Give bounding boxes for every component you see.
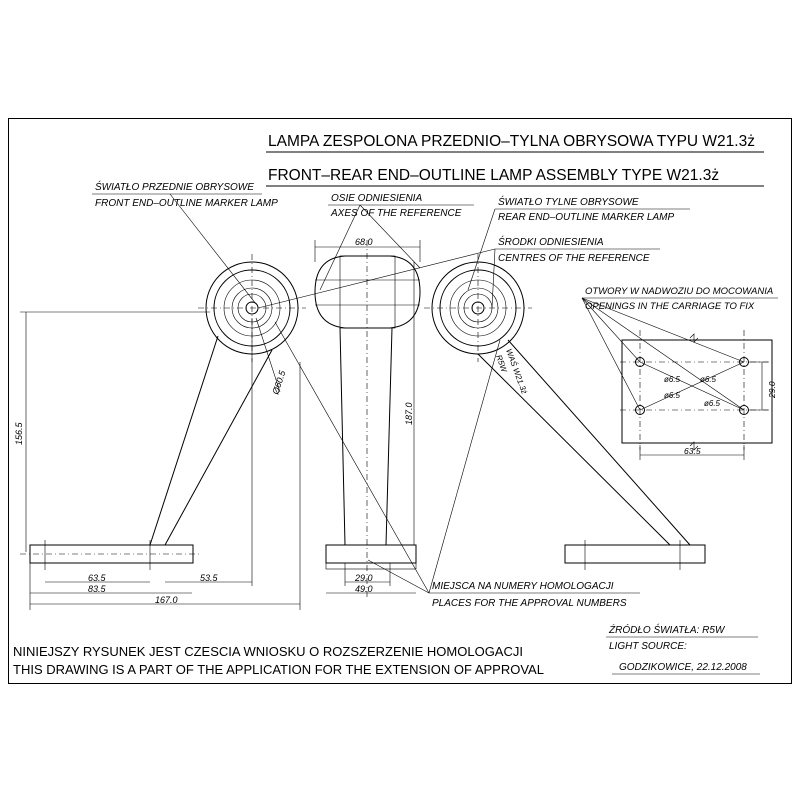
- footer-note-en: THIS DRAWING IS A PART OF THE APPLICATIO…: [13, 662, 544, 677]
- hole-width-dim: 63.5: [684, 446, 701, 456]
- title-polish: LAMPA ZESPOLONA PRZEDNIO–TYLNA OBRYSOWA …: [268, 133, 755, 150]
- dim-156: 156.5: [14, 421, 24, 445]
- drawing-frame: [8, 118, 792, 684]
- label-openings-pl: OTWORY W NADWOZIU DO MOCOWANIA: [585, 286, 773, 297]
- label-rear-pl: ŚWIATŁO TYLNE OBRYSOWE: [498, 195, 639, 208]
- footer-note-pl: NINIEJSZY RYSUNEK JEST CZESCIA WNIOSKU O…: [13, 644, 523, 659]
- label-centres-pl: ŚRODKI ODNIESIENIA: [498, 235, 604, 248]
- mounting-hole-detail: [620, 330, 773, 460]
- dim-167: 167.0: [155, 595, 178, 605]
- lamp-marking-1: WAŚ W21.3ż: [504, 348, 529, 396]
- light-source-en: LIGHT SOURCE:: [609, 641, 687, 652]
- hole-dim-2: ø6.5: [700, 375, 717, 384]
- label-centres-en: CENTRES OF THE REFERENCE: [498, 253, 650, 264]
- dim-63-5: 63.5: [88, 573, 107, 583]
- hole-dim-4: ø6.5: [704, 399, 721, 408]
- light-source-pl: ŹRÓDŁO ŚWIATŁA: R5W: [608, 623, 726, 636]
- dim-68: 68.0: [355, 237, 373, 247]
- center-housing: [314, 240, 421, 600]
- dim-49: 49.0: [355, 584, 373, 594]
- label-places-pl: MIEJSCA NA NUMERY HOMOLOGACJI: [432, 581, 614, 592]
- rear-lamp: [424, 254, 706, 570]
- hole-dim-3: ø6.5: [664, 391, 681, 400]
- hole-dim-1: ø6.5: [664, 375, 681, 384]
- dimension-lines: [20, 240, 421, 610]
- hole-height-dim: 29.0: [767, 381, 777, 399]
- leader-lines: [169, 193, 745, 594]
- dim-83-5: 83.5: [88, 584, 107, 594]
- dim-187: 187.0: [404, 402, 414, 425]
- label-front-pl: ŚWIATŁO PRZEDNIE OBRYSOWE: [95, 180, 254, 193]
- place-date: GODZIKOWICE, 22.12.2008: [619, 662, 747, 673]
- label-axes-en: AXES OF THE REFERENCE: [330, 208, 462, 219]
- label-openings-en: OPENINGS IN THE CARRIAGE TO FIX: [585, 301, 755, 312]
- front-lamp: [20, 254, 306, 570]
- label-front-en: FRONT END–OUTLINE MARKER LAMP: [95, 198, 278, 209]
- label-rear-en: REAR END–OUTLINE MARKER LAMP: [498, 212, 674, 223]
- dim-lens-diameter: Ø60.5: [270, 368, 288, 396]
- label-places-en: PLACES FOR THE APPROVAL NUMBERS: [432, 598, 627, 609]
- dim-29: 29.0: [354, 573, 373, 583]
- label-axes-pl: OSIE ODNIESIENIA: [331, 193, 422, 204]
- title-english: FRONT–REAR END–OUTLINE LAMP ASSEMBLY TYP…: [268, 167, 719, 184]
- dim-53-5: 53.5: [200, 573, 219, 583]
